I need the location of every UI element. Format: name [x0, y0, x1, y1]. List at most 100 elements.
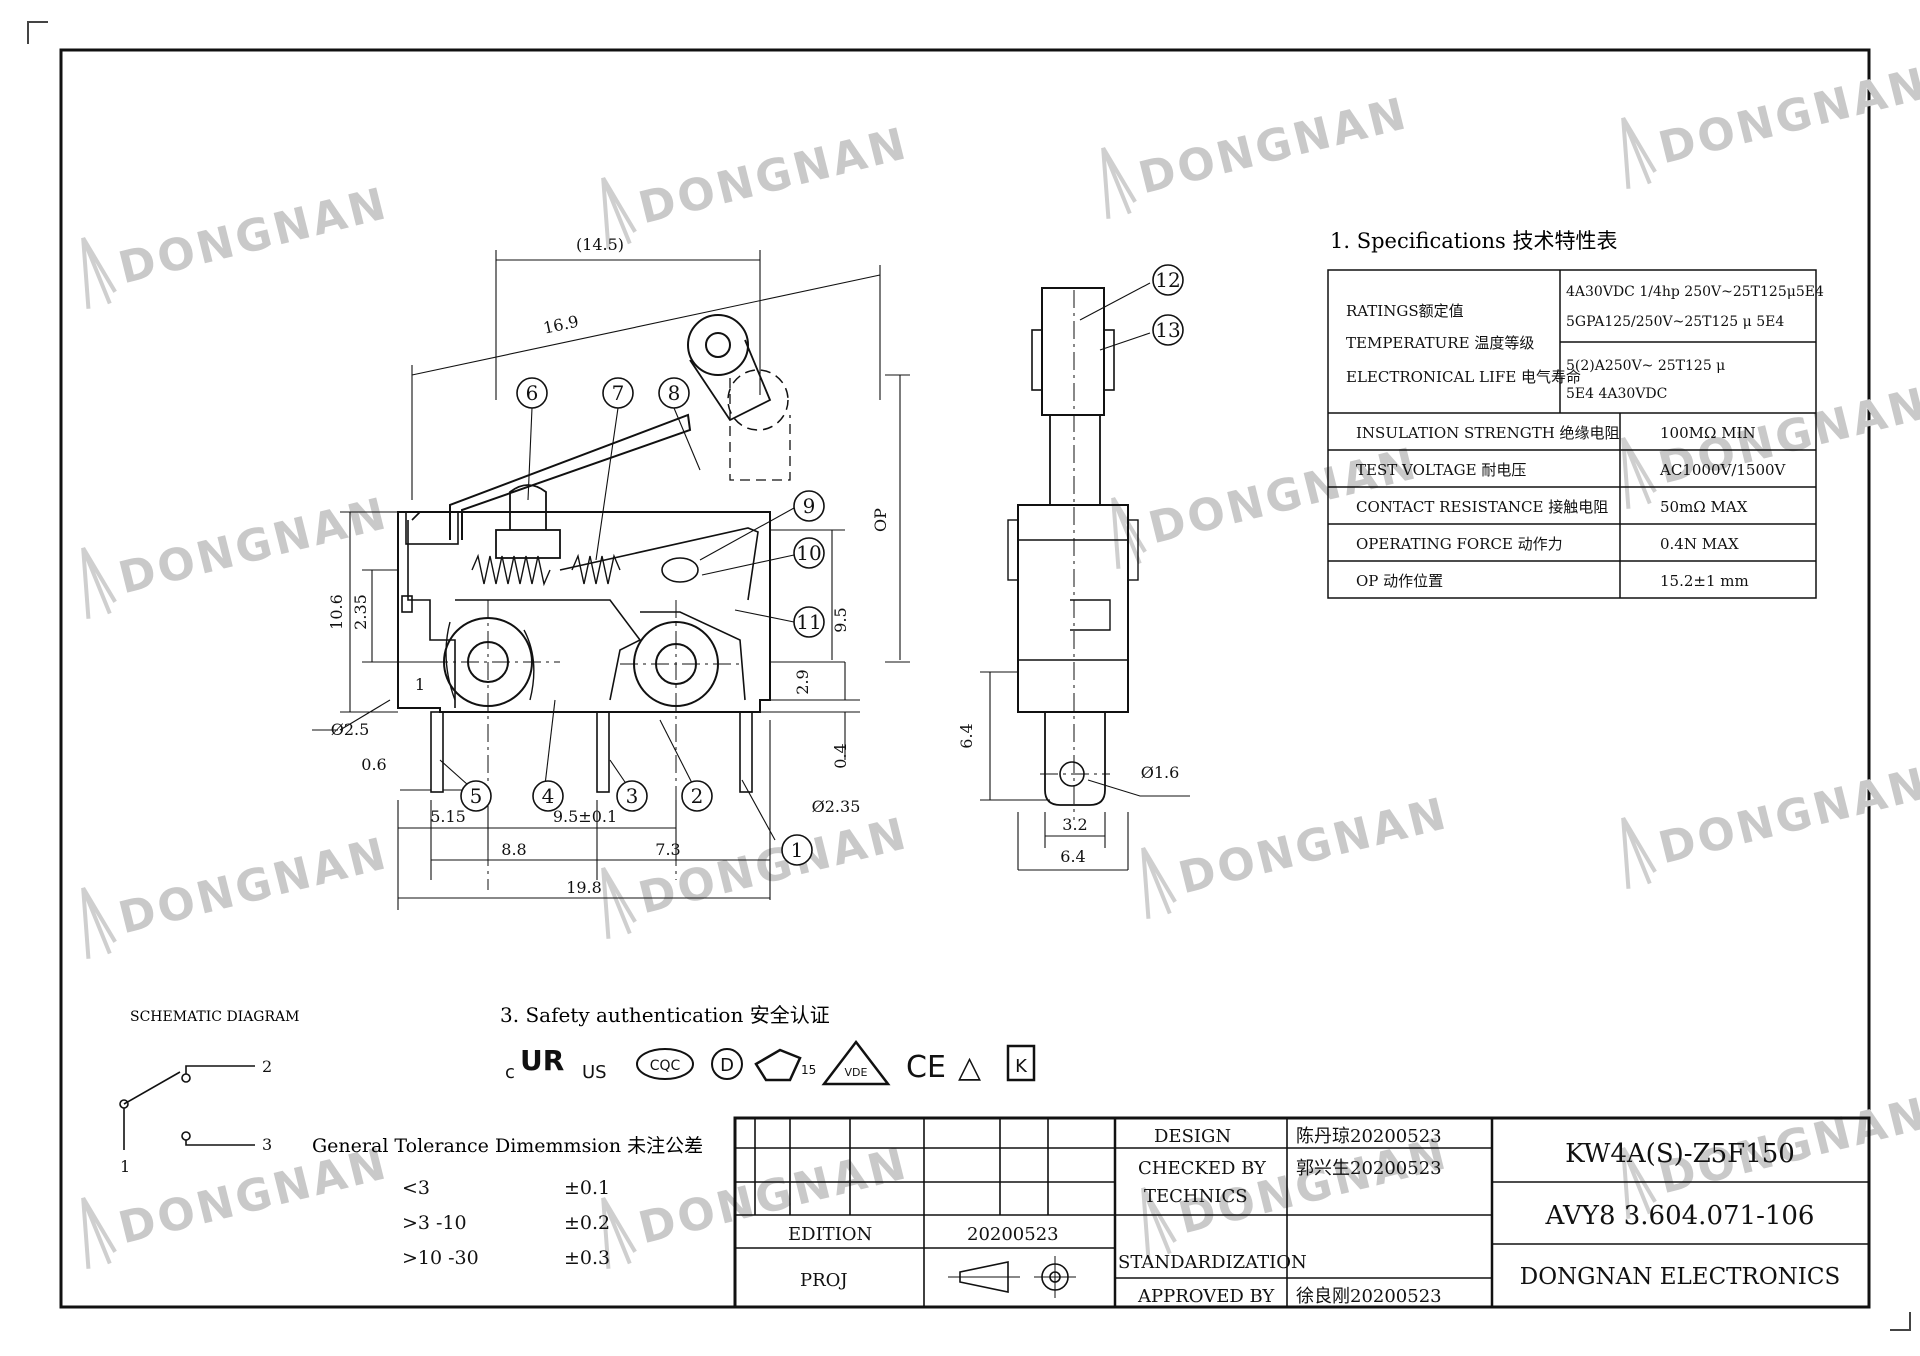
- watermark-logo: DONGNAN: [1621, 58, 1920, 189]
- centerlines-front: [430, 600, 740, 890]
- callout-1: 1: [791, 838, 804, 862]
- roller-arm: [689, 339, 772, 422]
- spring-right: [571, 553, 621, 585]
- callout-7: 7: [612, 381, 625, 405]
- callout-9: 9: [803, 494, 816, 518]
- corner-mark-top-left: [27, 21, 48, 44]
- roller-outer: [687, 314, 749, 376]
- callout-8: 8: [668, 381, 681, 405]
- callout-circle-11: [793, 606, 825, 638]
- schematic-pin-2: 2: [262, 1057, 272, 1076]
- corner-mark-bottom-right: [1890, 1312, 1911, 1331]
- vde-mark: [821, 1039, 891, 1086]
- schematic-title: SCHEMATIC DIAGRAM: [130, 1009, 299, 1025]
- dim-phi-2-5: Ø2.5: [331, 720, 370, 739]
- tolerance-value: ±0.2: [564, 1212, 610, 1234]
- company-name: DONGNAN ELECTRONICS: [1520, 1264, 1841, 1290]
- dim-2-9: 2.9: [793, 669, 812, 694]
- callout-circle-3: [616, 780, 648, 812]
- dimension-lines-side: [980, 671, 1190, 871]
- spec-row-value: AC1000V/1500V: [1659, 461, 1787, 479]
- dimension-lines-front: [312, 250, 910, 910]
- watermark-icon: [1101, 146, 1137, 219]
- callout-3: 3: [626, 784, 639, 808]
- dim-7-3: 7.3: [655, 840, 680, 859]
- spec-row-value: 50mΩ MAX: [1660, 498, 1748, 516]
- dim-one-left: 1: [415, 675, 425, 694]
- spec-ratings-line4: 5E4 4A30VDC: [1566, 386, 1667, 402]
- dim-0-4: 0.4: [831, 743, 850, 768]
- spec-life-label: ELECTRONICAL LIFE 电气寿命: [1346, 368, 1581, 386]
- enec-mark: [754, 1048, 802, 1082]
- ul-c-mark: c: [505, 1062, 515, 1083]
- watermark-logo: DONGNAN: [81, 488, 394, 619]
- ce-mark: CE: [906, 1050, 946, 1085]
- roller-arm-phantom: [729, 378, 791, 481]
- cqc-mark: [636, 1048, 694, 1080]
- design-value: 陈丹琼20200523: [1296, 1126, 1442, 1147]
- switch-body-inner: [407, 511, 456, 708]
- watermark-logo: DONGNAN: [1621, 758, 1920, 889]
- edition-value: 20200523: [967, 1224, 1059, 1245]
- projection-symbol: [948, 1256, 1076, 1298]
- callout-circle-4: [532, 780, 564, 812]
- tolerance-value: ±0.3: [564, 1247, 610, 1269]
- tolerance-range: >10 -30: [402, 1247, 479, 1269]
- callout-2: 2: [691, 784, 704, 808]
- watermark-icon: [81, 1196, 117, 1269]
- design-label: DESIGN: [1154, 1126, 1231, 1147]
- checked-label: CHECKED BY: [1138, 1158, 1267, 1179]
- safety-title: 3. Safety authentication 安全认证: [500, 1003, 830, 1027]
- callout-circle-12: [1152, 264, 1184, 296]
- watermark-text: DONGNAN: [1134, 88, 1414, 204]
- dimension-texts: (14.5) 16.9 OP 10.6 2.35 9.5 2.9 0.4 0.6…: [327, 235, 1179, 897]
- callout-circle-6: [516, 377, 548, 409]
- enec-number: 15: [801, 1063, 816, 1077]
- watermark-icon: [1111, 496, 1147, 569]
- callout-circle-2: [681, 780, 713, 812]
- side-body-detail: [1018, 539, 1128, 661]
- callout-circle-5: [460, 780, 492, 812]
- watermark-text: DONGNAN: [1654, 758, 1920, 874]
- watermark-icon: [1621, 116, 1657, 189]
- spec-row-label: INSULATION STRENGTH 绝缘电阻: [1356, 424, 1620, 442]
- dim-0-6: 0.6: [361, 755, 386, 774]
- callout-numbers: 6 7 8 9 10 11 5 4 3 2 1 12 13: [470, 268, 1181, 862]
- title-block-grid: [733, 1116, 1871, 1309]
- specs-title: 1. Specifications 技术特性表: [1330, 229, 1618, 253]
- side-body-lug-left: [1007, 519, 1019, 581]
- watermark-icon: [1621, 816, 1657, 889]
- callout-11: 11: [796, 610, 821, 634]
- schematic-pin-1: 1: [120, 1157, 130, 1176]
- cqc-text: CQC: [650, 1058, 681, 1074]
- proj-label: PROJ: [800, 1270, 848, 1291]
- side-body: [1017, 504, 1129, 713]
- callout-10: 10: [796, 541, 821, 565]
- side-roller-hub-left: [1031, 329, 1043, 391]
- spec-row-label: TEST VOLTAGE 耐电压: [1356, 461, 1526, 479]
- dim-19-8: 19.8: [566, 878, 602, 897]
- spec-ratings-line1: 4A30VDC 1/4hp 250V~25T125μ5E4: [1566, 284, 1824, 300]
- watermark-text: DONGNAN: [634, 118, 914, 234]
- centerline-side: [1040, 290, 1110, 820]
- callout-5: 5: [470, 784, 483, 808]
- actuator-lever: [449, 413, 692, 540]
- side-view-drawing: [980, 287, 1190, 871]
- technics-label: TECHNICS: [1144, 1186, 1248, 1207]
- side-body-lug-right: [1127, 519, 1139, 581]
- dim-phi-1-6: Ø1.6: [1141, 763, 1180, 782]
- dim-9-5: 9.5: [831, 607, 850, 632]
- spec-ratings-line2: 5GPA125/250V~25T125 μ 5E4: [1566, 314, 1784, 330]
- top-slot: [405, 511, 459, 545]
- watermark-text: DONGNAN: [114, 488, 394, 604]
- vde-text: VDE: [845, 1066, 868, 1079]
- spec-row-label: CONTACT RESISTANCE 接触电阻: [1356, 498, 1608, 516]
- watermark-logo: DONGNAN: [1101, 88, 1414, 219]
- terminal-5: [430, 711, 444, 793]
- watermark-icon: [81, 546, 117, 619]
- callout-12: 12: [1155, 268, 1180, 292]
- roller-inner: [705, 332, 731, 358]
- dim-9-5-tol: 9.5±0.1: [553, 807, 617, 826]
